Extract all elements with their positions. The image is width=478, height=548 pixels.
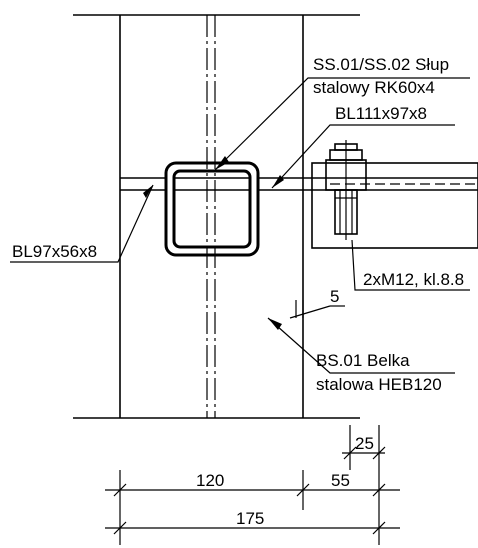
dimension-120: 120 (196, 471, 224, 490)
plate-left-label: BL97x56x8 (12, 242, 97, 261)
gap-label: 5 (330, 287, 339, 306)
beam-label-line1: BS.01 Belka (316, 351, 410, 370)
dimension-25: 25 (355, 434, 374, 453)
column-section (164, 161, 260, 257)
dimension-lines (105, 425, 400, 545)
bolts-label: 2xM12, kl.8.8 (363, 270, 464, 289)
leader-lines (10, 77, 470, 374)
column-label-line2: stalowy RK60x4 (313, 78, 435, 97)
beam-web (206, 15, 216, 418)
bolt-icon (325, 140, 367, 240)
plate-top-label: BL111x97x8 (335, 104, 427, 123)
dimension-55: 55 (331, 471, 350, 490)
beam-label-line2: stalowa HEB120 (316, 375, 442, 394)
fin-plate (311, 162, 478, 249)
arrowheads (143, 156, 284, 330)
column-label-line1: SS.01/SS.02 Słup (313, 55, 449, 74)
dimension-175: 175 (236, 509, 264, 528)
